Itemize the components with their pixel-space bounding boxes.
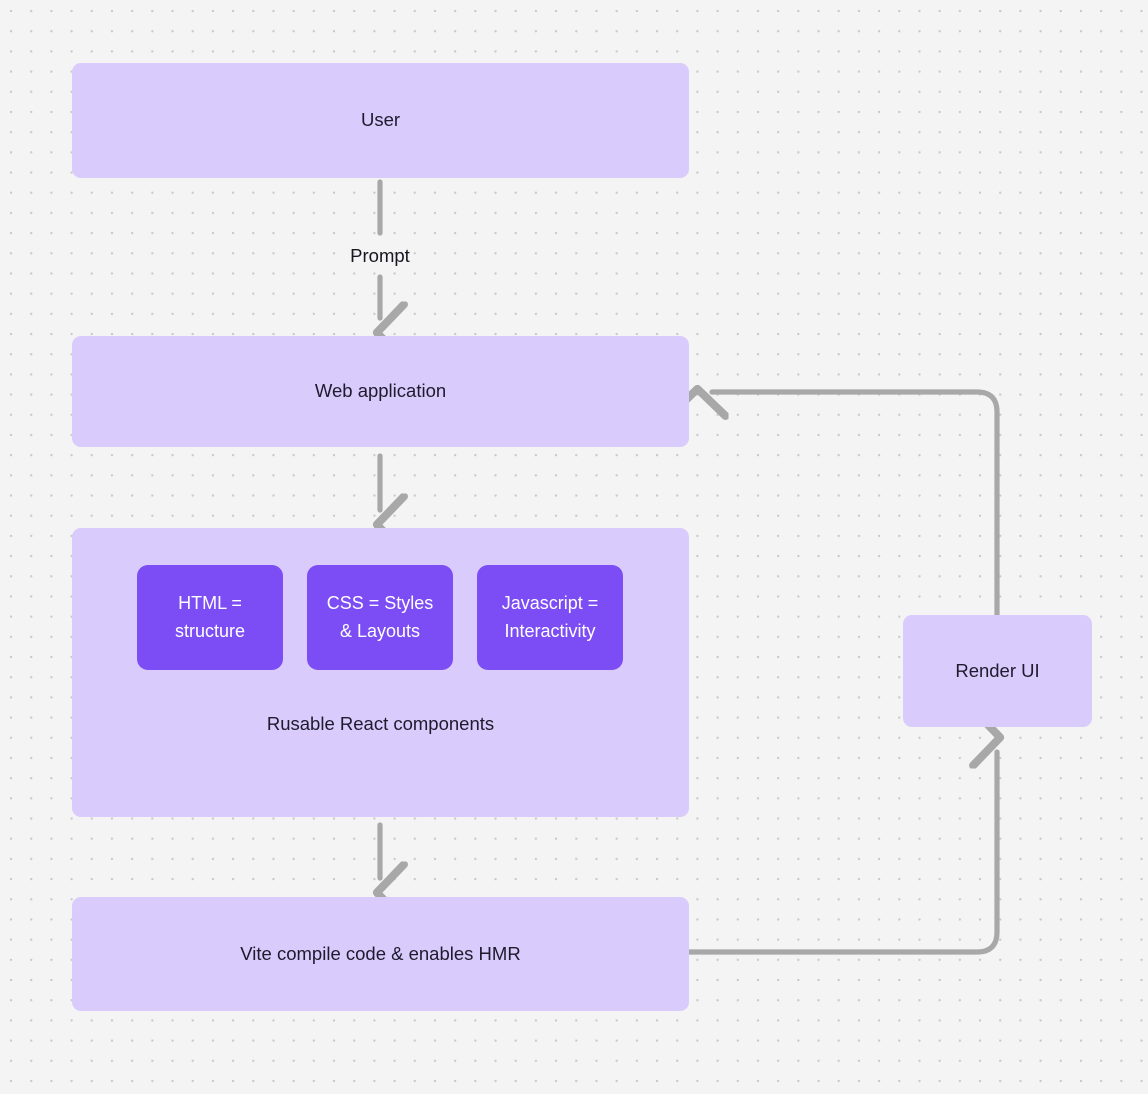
- node-javascript-line1: Javascript =: [501, 592, 599, 613]
- node-css-line1: CSS = Styles: [326, 592, 434, 613]
- node-react-components-caption: Rusable React components: [266, 713, 495, 734]
- node-javascript-label: Javascript = Interactivity: [502, 590, 599, 646]
- node-web-application[interactable]: Web application: [72, 336, 689, 447]
- node-html-line1: HTML =: [178, 592, 242, 613]
- node-user[interactable]: User: [72, 63, 689, 178]
- node-vite-label: Vite compile code & enables HMR: [240, 942, 521, 964]
- node-css[interactable]: CSS = Styles & Layouts: [307, 565, 453, 670]
- edge-render-to-webapp: [712, 392, 1000, 618]
- edge-label-prompt: Prompt: [350, 245, 410, 266]
- node-html-line2: structure: [174, 620, 246, 641]
- node-user-label: User: [360, 109, 401, 131]
- node-vite[interactable]: Vite compile code & enables HMR: [72, 897, 689, 1011]
- node-css-label: CSS = Styles & Layouts: [327, 590, 434, 646]
- edge-vite-to-render: [686, 752, 997, 955]
- node-web-application-label: Web application: [314, 380, 447, 402]
- node-html-label: HTML = structure: [175, 590, 245, 646]
- node-javascript-line2: Interactivity: [504, 620, 596, 641]
- node-javascript[interactable]: Javascript = Interactivity: [477, 565, 623, 670]
- node-css-line2: & Layouts: [339, 620, 421, 641]
- node-render-ui[interactable]: Render UI: [903, 615, 1092, 727]
- node-render-ui-label: Render UI: [955, 659, 1040, 681]
- node-html[interactable]: HTML = structure: [137, 565, 283, 670]
